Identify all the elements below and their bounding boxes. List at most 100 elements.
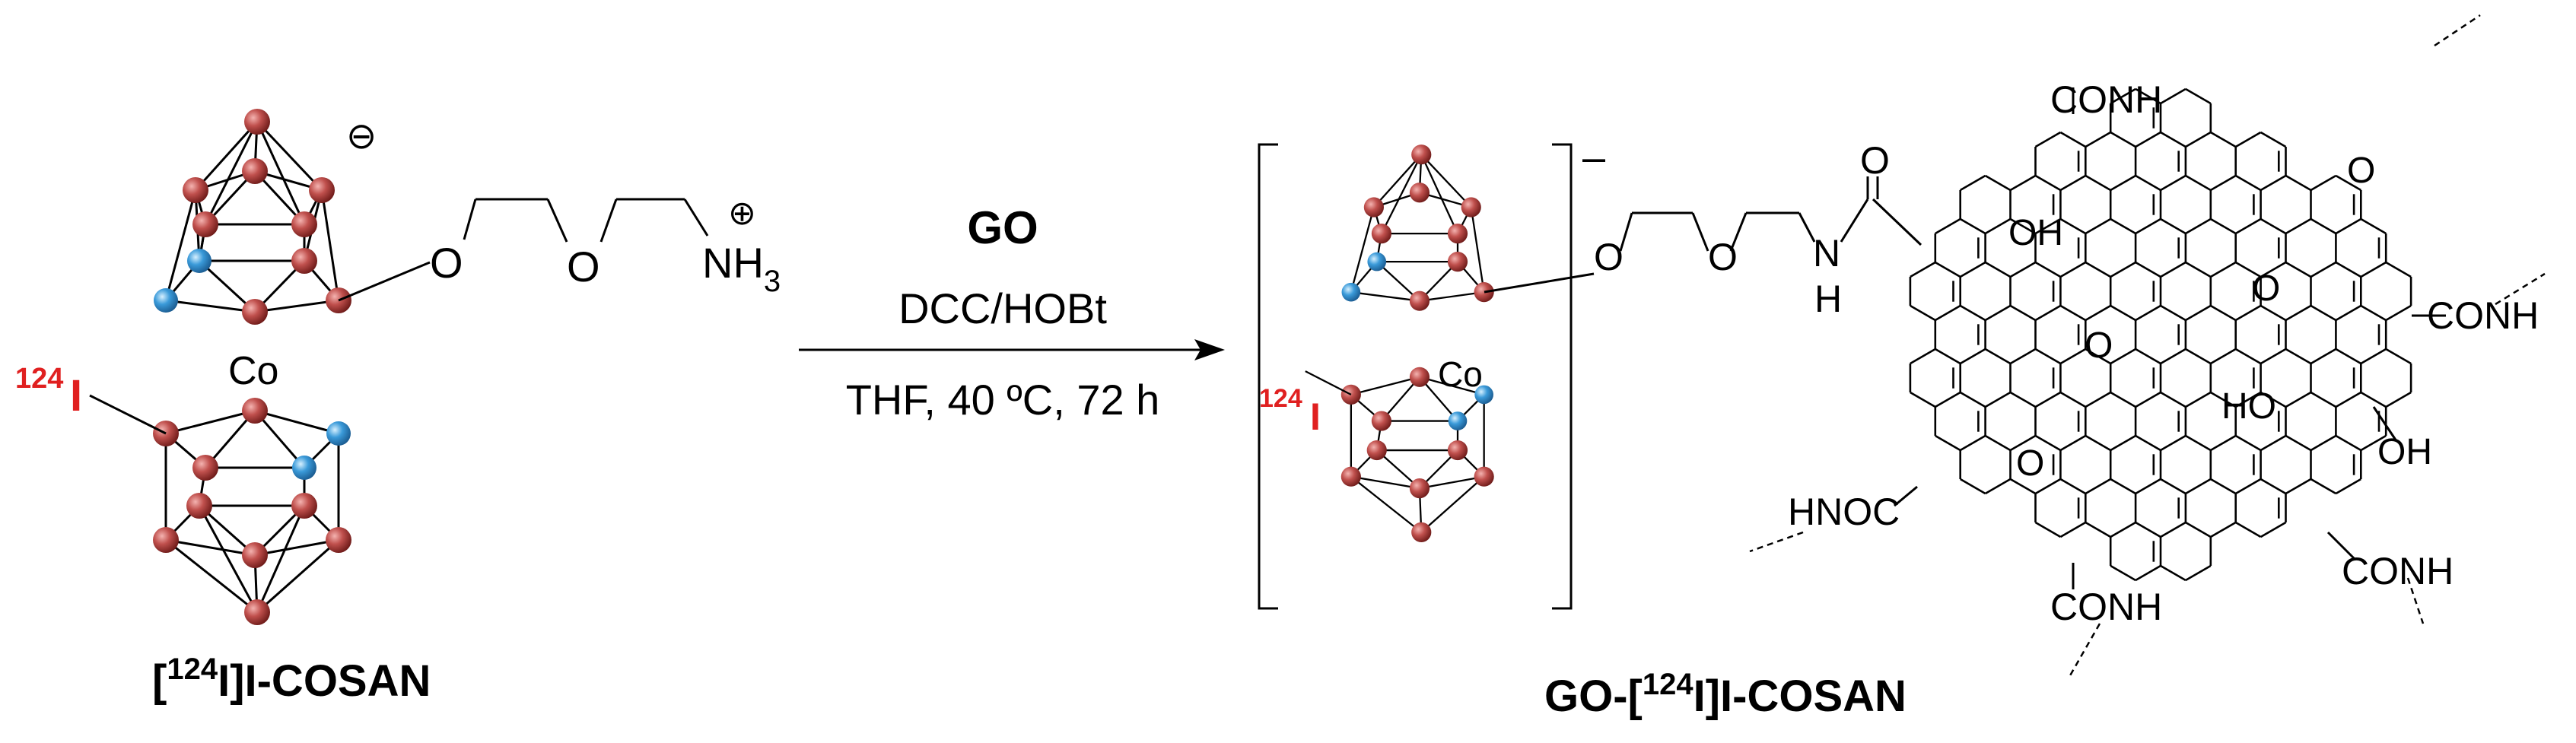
lattice-bond — [2160, 478, 2186, 495]
boron-atom — [1474, 282, 1494, 303]
lattice-bond — [2009, 348, 2037, 365]
lattice-bond — [2059, 434, 2086, 452]
lattice-bond — [1935, 434, 1961, 452]
lattice-bond — [2235, 521, 2262, 538]
lattice-bond — [1910, 304, 1936, 322]
upper-cage-atoms — [154, 109, 351, 325]
lattice-bond — [2059, 391, 2086, 408]
lattice-bond — [2285, 261, 2312, 278]
lattice-bond — [2360, 218, 2387, 235]
reactant-cosan: 124 I Co ⊖ O O ⊕ NH3 [124I]I-COSAN — [15, 109, 781, 706]
lattice-bond — [2160, 218, 2186, 235]
lattice-bond — [2210, 304, 2237, 322]
lattice-bond — [2059, 521, 2086, 538]
product-isotope: 124 — [1259, 384, 1302, 413]
lattice-bond — [2059, 348, 2086, 365]
lattice-bond — [2110, 261, 2136, 278]
lattice-bond — [2110, 391, 2136, 408]
lattice-bond — [1910, 348, 1936, 365]
boron-atom — [192, 455, 218, 481]
lattice-bond — [1984, 391, 2012, 408]
go-edge-bonds — [1894, 87, 2446, 589]
boron-atom — [1340, 466, 1361, 487]
ammonium-charge: ⊕ — [728, 195, 756, 232]
lattice-bond — [2135, 521, 2161, 538]
conh-bottom: CONH — [2050, 586, 2162, 628]
conh-bottom-right: CONH — [2342, 550, 2454, 592]
lattice-bond — [2135, 131, 2161, 148]
lattice-bond — [1935, 218, 1961, 235]
lattice-bond — [2160, 564, 2186, 582]
lattice-bond — [1960, 174, 1986, 192]
lattice-bond — [2034, 478, 2062, 495]
lattice-bond — [2009, 218, 2037, 235]
lattice-bond — [2185, 521, 2212, 538]
lattice-bond — [2059, 304, 2086, 322]
lattice-bond — [2335, 478, 2361, 495]
reagent-go: GO — [967, 202, 1038, 253]
lattice-bond — [2210, 434, 2237, 452]
carbon-atom — [187, 249, 211, 273]
boron-atom — [242, 398, 268, 424]
lattice-bond — [1935, 304, 1961, 322]
lattice-bond — [2085, 434, 2111, 452]
lattice-bond — [2110, 348, 2136, 365]
lower-cage-atoms — [153, 398, 351, 625]
lattice-bond — [2260, 304, 2287, 322]
lattice-bond — [2110, 521, 2136, 538]
lattice-bond — [2285, 478, 2312, 495]
lattice-bond — [2135, 218, 2161, 235]
lattice-bond — [2160, 304, 2186, 322]
ho-mid: HO — [2221, 386, 2276, 427]
lattice-bond — [2235, 348, 2262, 365]
lattice-bond — [2185, 564, 2212, 582]
lattice-bond — [2059, 261, 2086, 278]
lattice-bond — [2210, 218, 2237, 235]
lattice-bond — [2034, 174, 2062, 192]
lattice-bond — [2185, 261, 2212, 278]
lattice-bond — [1910, 261, 1936, 278]
reactant-oxygen-2: O — [567, 243, 600, 291]
lattice-bond — [2210, 521, 2237, 538]
lattice-bond — [2385, 348, 2412, 365]
lattice-bond — [2034, 261, 2062, 278]
lattice-bond — [2185, 131, 2212, 148]
product-upper-cage-atoms — [1341, 144, 1494, 311]
reaction-arrow-group: GO DCC/HOBt THF, 40 ºC, 72 h — [799, 202, 1225, 424]
boron-atom — [291, 211, 317, 237]
lattice-bond — [2059, 218, 2086, 235]
lattice-bond — [2085, 391, 2111, 408]
lattice-bond — [2160, 434, 2186, 452]
lattice-bond — [2310, 478, 2337, 495]
lattice-bond — [2260, 174, 2287, 192]
carbon-atom — [292, 456, 316, 480]
amide-oxygen: O — [1860, 139, 1890, 182]
lattice-bond — [2135, 434, 2161, 452]
lattice-bond — [2085, 348, 2111, 365]
lattice-bond — [2335, 261, 2361, 278]
lattice-bond — [2310, 218, 2337, 235]
lattice-bond — [2135, 304, 2161, 322]
boron-atom — [1474, 466, 1494, 487]
lattice-bond — [2110, 87, 2136, 105]
lattice-bond — [1960, 391, 1986, 408]
lattice-bond — [2135, 391, 2161, 408]
reactant-iodine: I — [70, 371, 82, 421]
lattice-bond — [2110, 434, 2136, 452]
lattice-bond — [2110, 304, 2136, 322]
product-oxygen-1: O — [1594, 236, 1624, 278]
lattice-bond — [2385, 391, 2412, 408]
product-name-prefix: GO-[ — [1544, 672, 1643, 721]
lattice-bond — [2285, 174, 2312, 192]
lattice-bond — [2235, 304, 2262, 322]
lattice-bond — [2160, 261, 2186, 278]
ammonium-group: NH3 — [702, 239, 781, 298]
boron-atom — [1409, 367, 1430, 387]
lattice-bond — [2210, 174, 2237, 192]
lattice-bond — [1960, 348, 1986, 365]
boron-atom — [1461, 197, 1481, 218]
carbon-atom — [154, 288, 178, 313]
left-bracket — [1258, 143, 1278, 610]
lattice-bond — [2385, 261, 2412, 278]
reactant-name-bracket: [ — [152, 656, 167, 706]
